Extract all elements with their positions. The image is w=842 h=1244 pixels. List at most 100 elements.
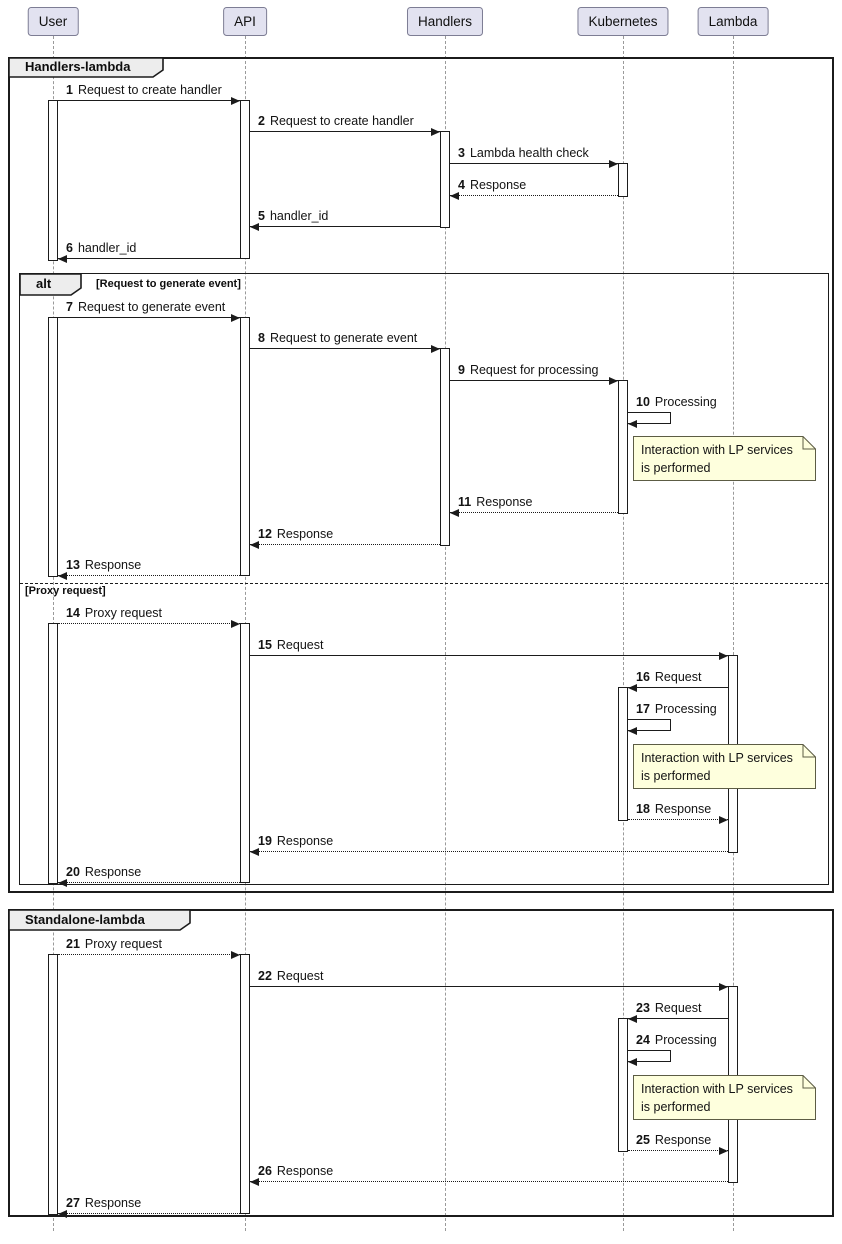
message-text: Lambda health check [469,146,589,160]
note-text-line: is performed [641,1100,711,1114]
arrowhead-icon [58,1209,67,1218]
note-shape [633,744,816,789]
message-number: 2 [258,114,265,128]
self-message-loop [628,412,671,424]
arrowhead-icon [231,313,240,322]
note-text-line: Interaction with LP services [641,1082,793,1096]
message-text: Response [654,802,712,816]
message-number: 9 [458,363,465,377]
message-text: handler_id [269,209,329,223]
message-text: Request [654,670,702,684]
message-text: Request [276,638,324,652]
activation-bar [440,348,450,546]
activation-bar [48,954,58,1215]
message-line [58,100,240,101]
frame-title: alt [36,276,52,291]
message-line [250,986,728,987]
activation-bar [48,100,58,261]
message-number: 12 [258,527,272,541]
message-number: 11 [458,495,472,509]
activation-bar [240,954,250,1214]
message-line [250,544,440,545]
message-label: 23 Request [636,1001,701,1015]
message-line [58,1213,240,1214]
message-line [450,163,618,164]
participant-kubernetes: Kubernetes [577,7,669,36]
note: Interaction with LP services is performed [633,1075,816,1120]
arrowhead-icon [431,127,440,136]
message-line [58,882,240,883]
activation-bar [240,317,250,576]
participant-handlers: Handlers [406,7,484,36]
message-line [58,954,240,955]
message-text: Response [276,834,334,848]
message-text: Request [654,1001,702,1015]
arrowhead-icon [719,651,728,660]
message-label: 3 Lambda health check [458,146,589,160]
message-text: Request [276,969,324,983]
activation-bar [618,687,628,821]
message-line [250,851,728,852]
message-number: 5 [258,209,265,223]
activation-bar [240,100,250,259]
arrowhead-icon [58,571,67,580]
arrowhead-icon [628,1014,637,1023]
message-line [450,195,618,196]
lifeline-handlers [445,36,446,1231]
message-line [250,1181,728,1182]
message-text: Proxy request [84,937,163,951]
message-number: 6 [66,241,73,255]
message-number: 23 [636,1001,650,1015]
activation-bar [240,623,250,883]
frame-standalone-lambda: Standalone-lambda [8,909,834,1217]
message-text: Request to generate event [77,300,226,314]
arrowhead-icon [719,1146,728,1155]
alt-divider-label: [Proxy request] [25,585,106,597]
message-label: 18 Response [636,802,711,816]
message-number: 18 [636,802,650,816]
message-number: 3 [458,146,465,160]
arrowhead-icon [628,1057,637,1066]
message-line [450,380,618,381]
lifeline-kubernetes [623,36,624,1231]
arrowhead-icon [628,726,637,735]
message-text: handler_id [77,241,137,255]
frame-title: Standalone-lambda [25,912,145,927]
arrowhead-icon [250,222,259,231]
message-text: Processing [654,1033,717,1047]
message-label: 6 handler_id [66,241,136,255]
self-message-loop [628,1050,671,1062]
message-line [250,655,728,656]
arrowhead-icon [231,950,240,959]
message-text: Request to create handler [77,83,222,97]
message-number: 16 [636,670,650,684]
message-line [250,348,440,349]
message-line [250,131,440,132]
note-shape [633,436,816,481]
arrowhead-icon [628,419,637,428]
arrowhead-icon [628,683,637,692]
message-text: Proxy request [84,606,163,620]
message-number: 27 [66,1196,80,1210]
message-number: 14 [66,606,80,620]
activation-bar [618,163,628,197]
message-text: Response [84,865,142,879]
message-line [450,512,618,513]
message-number: 4 [458,178,465,192]
message-text: Response [276,527,334,541]
alt-divider [20,583,828,584]
